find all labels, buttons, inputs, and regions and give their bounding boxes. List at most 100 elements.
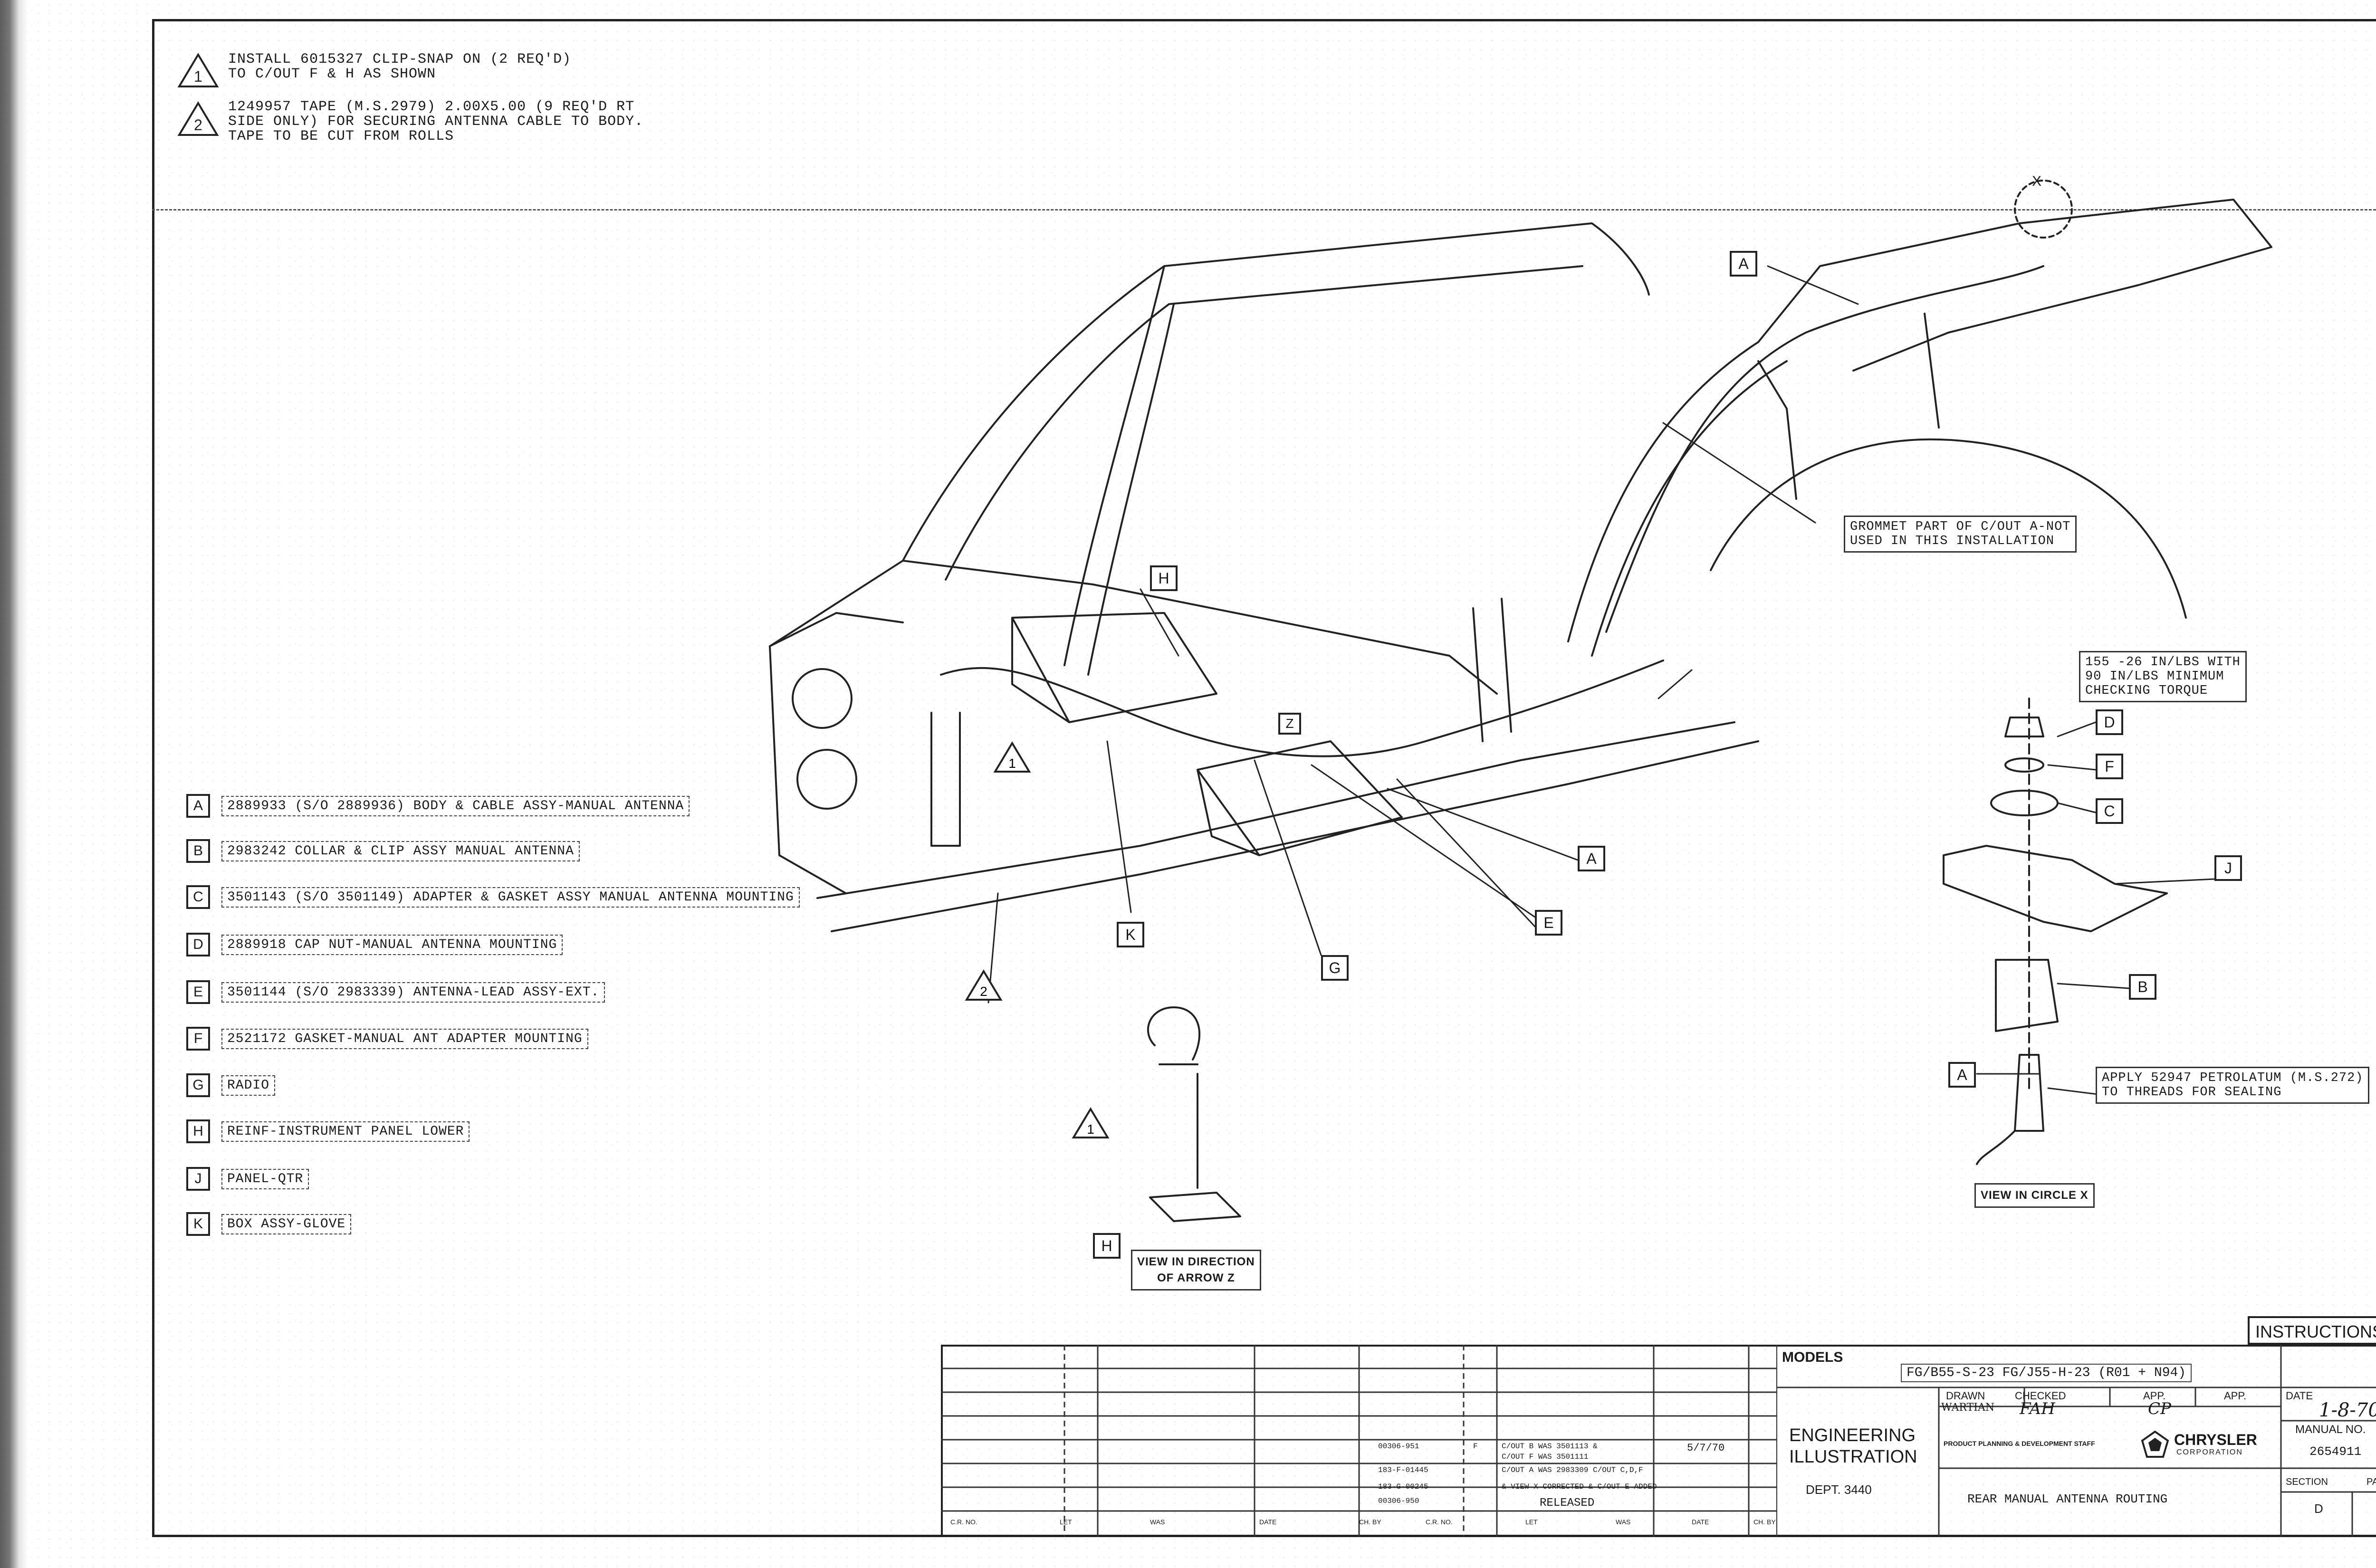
legend-description: 2983242 COLLAR & CLIP ASSY MANUAL ANTENN… bbox=[221, 841, 580, 861]
note-2: 1249957 TAPE (M.S.2979) 2.00X5.00 (9 REQ… bbox=[228, 100, 643, 144]
callout-h-view: H bbox=[1093, 1233, 1121, 1259]
torque-callout: 155 -26 IN/LBS WITH 90 IN/LBS MINIMUM CH… bbox=[2079, 651, 2247, 702]
legend-key: F bbox=[186, 1027, 210, 1051]
windshield-inner bbox=[945, 265, 1583, 581]
grommet-line1: GROMMET PART OF C/OUT A-NOT bbox=[1850, 520, 2071, 534]
chrysler-pentastar-icon bbox=[2141, 1430, 2169, 1458]
note-1-marker-icon: 1 bbox=[993, 741, 1031, 773]
grommet-line2: USED IN THIS INSTALLATION bbox=[1850, 534, 2055, 548]
h-bracket-lower bbox=[930, 712, 961, 847]
speaker-hole-lower bbox=[796, 749, 857, 810]
notes-divider bbox=[152, 209, 2376, 210]
revision-date: 5/7/70 bbox=[1687, 1442, 1725, 1454]
engineering-line1: ENGINEERING bbox=[1789, 1425, 1916, 1445]
adapter-c bbox=[1990, 790, 2059, 816]
legend-description: 3501144 (S/O 2983339) ANTENNA-LEAD ASSY-… bbox=[221, 982, 605, 1003]
view-circle-x-caption: VIEW IN CIRCLE X bbox=[1974, 1183, 2095, 1208]
arrow-z-label: Z bbox=[1278, 713, 1301, 735]
legend-key: D bbox=[186, 933, 210, 956]
svg-text:1: 1 bbox=[194, 68, 202, 85]
legend-description: BOX ASSY-GLOVE bbox=[221, 1214, 352, 1234]
legend-description: 2521172 GASKET-MANUAL ANT ADAPTER MOUNTI… bbox=[221, 1028, 588, 1049]
speaker-hole-upper bbox=[792, 668, 853, 729]
note-2-line2: SIDE ONLY) FOR SECURING ANTENNA CABLE TO… bbox=[228, 114, 644, 130]
floor-sill-lower bbox=[831, 740, 1759, 932]
reinf-bracket-detail bbox=[1149, 1192, 1241, 1222]
door-pillar bbox=[1472, 598, 1512, 742]
note-2-triangle-icon: 2 bbox=[177, 101, 219, 136]
revision-text1: C/OUT B WAS 3501113 & bbox=[1502, 1442, 1598, 1451]
revision-footer-label: C.R. NO. bbox=[950, 1518, 977, 1526]
revision-footer-label: C.R. NO. bbox=[1426, 1518, 1453, 1526]
revision-ref: 183-F-01445 bbox=[1378, 1466, 1428, 1474]
revision-footer-label: WAS bbox=[1150, 1518, 1165, 1526]
page-label: PAGE bbox=[2366, 1477, 2376, 1487]
app1-label: APP. bbox=[2143, 1390, 2166, 1402]
revision-footer-label: DATE bbox=[1259, 1518, 1277, 1526]
date-label: DATE bbox=[2286, 1390, 2313, 1402]
checked-label: CHECKED bbox=[2015, 1390, 2066, 1402]
callout-f: F bbox=[2096, 754, 2123, 779]
instructions-label: INSTRUCTIONS bbox=[2255, 1322, 2376, 1341]
leaders bbox=[987, 265, 2215, 1099]
instrument-panel bbox=[769, 612, 904, 894]
callout-a-low: A bbox=[1948, 1062, 1976, 1088]
title-block-grid bbox=[1777, 1345, 2376, 1537]
view-arrow-z-caption: VIEW IN DIRECTION OF ARROW Z bbox=[1131, 1250, 1261, 1291]
revision-ref: 00306-950 bbox=[1378, 1497, 1419, 1505]
revision-footer-label: CH. BY bbox=[1753, 1518, 1776, 1526]
legend-row-k: K BOX ASSY-GLOVE bbox=[186, 1212, 352, 1236]
drawn-label: DRAWN bbox=[1946, 1390, 1985, 1402]
callout-d: D bbox=[2096, 709, 2123, 735]
revision-footer-label: CH. BY bbox=[1359, 1518, 1381, 1526]
callout-a-mid: A bbox=[1578, 846, 1605, 871]
antenna-cable-rear bbox=[1605, 265, 2044, 633]
legend-key: J bbox=[186, 1167, 210, 1191]
legend-description: 2889918 CAP NUT-MANUAL ANTENNA MOUNTING bbox=[221, 934, 563, 955]
callout-e: E bbox=[1535, 910, 1562, 936]
rear-wheel-house bbox=[1710, 438, 2187, 619]
legend-key: A bbox=[186, 794, 210, 818]
legend-key: K bbox=[186, 1212, 210, 1236]
revision-ltr: F bbox=[1473, 1442, 1478, 1451]
floor-sill bbox=[816, 721, 1735, 899]
callout-c: C bbox=[2096, 798, 2123, 824]
gasket-f bbox=[2004, 757, 2044, 773]
title-block bbox=[941, 1345, 2376, 1537]
engineering-line2: ILLUSTRATION bbox=[1789, 1447, 1917, 1467]
manual-no-value: 2654911 bbox=[2309, 1444, 2362, 1459]
rear-inner-panel bbox=[1757, 313, 1940, 500]
legend-row-d: D 2889918 CAP NUT-MANUAL ANTENNA MOUNTING bbox=[186, 932, 563, 957]
dept-label: DEPT. 3440 bbox=[1806, 1482, 1872, 1497]
chrysler-corporation: CORPORATION bbox=[2176, 1448, 2243, 1456]
manual-no-label: MANUAL NO. bbox=[2295, 1423, 2366, 1436]
checked-value: FAH bbox=[2020, 1399, 2055, 1418]
note-2-marker-icon: 2 bbox=[965, 969, 1003, 1001]
svg-text:2: 2 bbox=[194, 116, 202, 134]
quarter-panel-arch bbox=[1567, 341, 1788, 657]
section-label: SECTION bbox=[2286, 1477, 2328, 1487]
torque-line3: CHECKING TORQUE bbox=[2085, 684, 2208, 698]
chrysler-name: CHRYSLER bbox=[2174, 1431, 2257, 1448]
revision-footer-label: LET bbox=[1060, 1518, 1072, 1526]
section-value: D bbox=[2314, 1501, 2323, 1516]
callout-h: H bbox=[1150, 565, 1178, 591]
legend-row-e: E 3501144 (S/O 2983339) ANTENNA-LEAD ASSY… bbox=[186, 980, 605, 1004]
panel-qtr-j bbox=[1943, 845, 2168, 932]
revision-footer-label: DATE bbox=[1692, 1518, 1709, 1526]
note-2-line1: 1249957 TAPE (M.S.2979) 2.00X5.00 (9 REQ… bbox=[228, 99, 635, 115]
revision-ref: 183-G-00245 bbox=[1378, 1482, 1428, 1491]
note-1-triangle-icon: 1 bbox=[177, 53, 219, 87]
revision-text1: C/OUT A WAS 2983309 C/OUT C,D,F bbox=[1502, 1466, 1643, 1474]
callout-g: G bbox=[1321, 955, 1349, 981]
circle-x bbox=[2014, 180, 2073, 239]
legend-key: E bbox=[186, 980, 210, 1004]
note-1: INSTALL 6015327 CLIP-SNAP ON (2 REQ'D) T… bbox=[228, 52, 571, 82]
note-2-line3: TAPE TO BE CUT FROM ROLLS bbox=[228, 128, 454, 144]
